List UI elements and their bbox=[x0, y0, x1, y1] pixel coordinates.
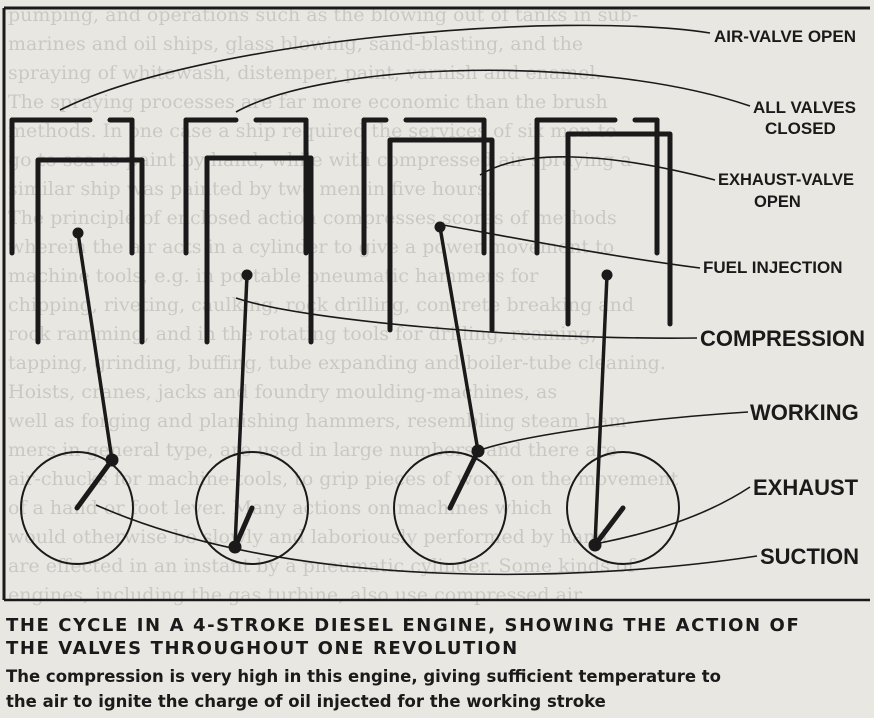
gudgeon-pin bbox=[601, 269, 613, 281]
connecting-rod bbox=[233, 273, 249, 549]
caption-body: The compression is very high in this eng… bbox=[6, 664, 868, 714]
crank-circle bbox=[195, 451, 309, 565]
crank-arm bbox=[592, 505, 626, 548]
caption-body-line2: the air to ignite the charge of oil inje… bbox=[6, 692, 606, 711]
crank-arm bbox=[447, 448, 481, 511]
gudgeon-pin bbox=[241, 269, 253, 281]
leader-line bbox=[479, 156, 716, 181]
crank-circle bbox=[566, 451, 680, 565]
engine-2 bbox=[183, 117, 314, 565]
engine-4 bbox=[534, 117, 680, 565]
piston bbox=[35, 157, 145, 345]
label-working: WORKING bbox=[750, 400, 859, 425]
label-exhaust: EXHAUST bbox=[753, 475, 859, 500]
leader-line bbox=[59, 24, 711, 111]
leader-line bbox=[475, 411, 749, 453]
crank-circle bbox=[20, 451, 134, 565]
caption-title: THE CYCLE IN A 4-STROKE DIESEL ENGINE, S… bbox=[6, 614, 868, 660]
crank-arm bbox=[232, 505, 255, 550]
leader-line bbox=[599, 486, 751, 544]
label-exhaust-valve-open-line2: OPEN bbox=[754, 193, 801, 211]
label-suction: SUCTION bbox=[760, 544, 859, 569]
piston bbox=[387, 137, 495, 333]
connecting-rod bbox=[593, 273, 609, 547]
leader-line bbox=[95, 504, 758, 576]
label-fuel-injection: FUEL INJECTION bbox=[703, 258, 842, 277]
caption-title-line1: THE CYCLE IN A 4-STROKE DIESEL ENGINE, S… bbox=[6, 615, 801, 636]
piston bbox=[565, 131, 673, 327]
connecting-rod bbox=[76, 231, 114, 462]
connecting-rod bbox=[438, 225, 480, 453]
caption-title-line2: THE VALVES THROUGHOUT ONE REVOLUTION bbox=[6, 638, 519, 659]
label-exhaust-valve-open-line1: EXHAUST-VALVE bbox=[718, 171, 854, 189]
engine-3 bbox=[361, 117, 507, 565]
label-compression: COMPRESSION bbox=[700, 326, 865, 351]
leader-line bbox=[442, 224, 701, 269]
leader-line bbox=[235, 297, 698, 339]
crank-pin bbox=[588, 538, 602, 552]
label-all-valves-closed-line2: CLOSED bbox=[765, 119, 836, 138]
leader-line bbox=[235, 69, 751, 113]
cylinder-wall bbox=[9, 117, 135, 256]
cylinder-wall bbox=[534, 117, 660, 256]
gudgeon-pin bbox=[72, 227, 84, 239]
label-all-valves-closed-line1: ALL VALVES bbox=[753, 98, 856, 117]
crank-arm bbox=[74, 457, 115, 511]
engine-1 bbox=[9, 117, 145, 565]
cylinder-wall bbox=[183, 117, 309, 256]
label-air-valve-open: AIR-VALVE OPEN bbox=[714, 27, 856, 46]
crank-pin bbox=[228, 540, 242, 554]
caption-body-line1: The compression is very high in this eng… bbox=[6, 667, 722, 686]
crank-circle bbox=[393, 451, 507, 565]
piston bbox=[204, 155, 314, 345]
crank-pin bbox=[105, 453, 119, 467]
gudgeon-pin bbox=[434, 221, 446, 233]
